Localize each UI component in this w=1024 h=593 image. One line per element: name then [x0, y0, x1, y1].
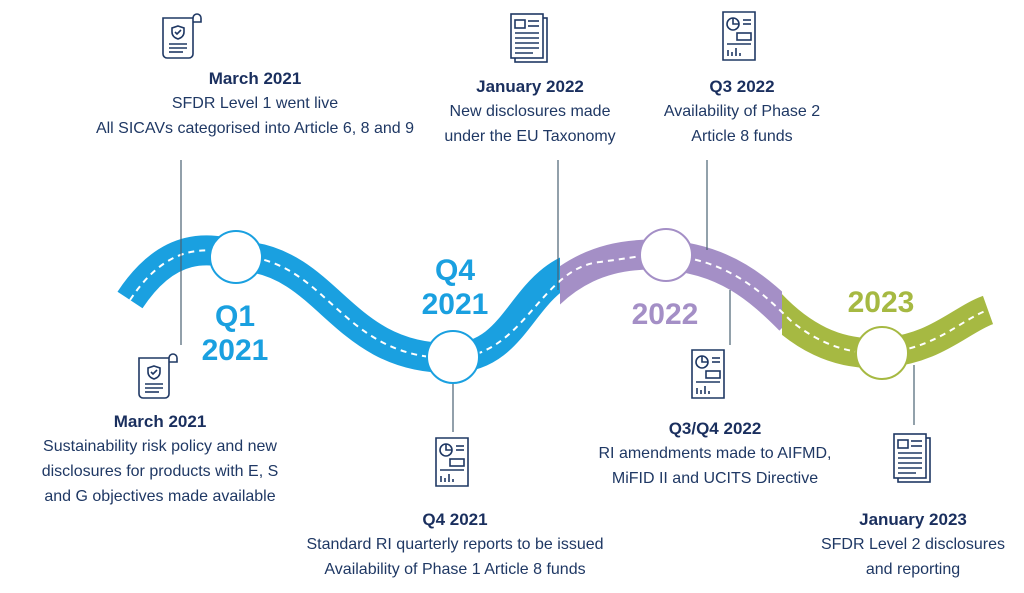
milestone-title: January 2022 — [476, 77, 584, 96]
milestone-line: Sustainability risk policy and new — [43, 438, 277, 455]
milestone-q4-2021: Q4 2021 Standard RI quarterly reports to… — [285, 507, 625, 582]
milestone-q3-q4-2022: Q3/Q4 2022 RI amendments made to AIFMD, … — [578, 416, 852, 491]
milestone-january-2022: January 2022 New disclosures made under … — [428, 74, 632, 149]
milestone-title: March 2021 — [208, 69, 302, 88]
documents-icon — [893, 433, 931, 483]
milestone-line: and G objectives made available — [44, 488, 276, 505]
milestone-line: disclosures for products with E, S — [41, 463, 279, 480]
period-label-2023: 2023 — [847, 286, 915, 319]
milestone-line: SFDR Level 1 went live — [171, 95, 339, 112]
report-icon — [435, 437, 469, 487]
milestone-title: January 2023 — [859, 510, 967, 529]
road-center-dashes — [129, 249, 989, 360]
report-icon — [722, 11, 756, 61]
milestone-line: MiFID II and UCITS Directive — [611, 470, 819, 487]
milestone-line: New disclosures made — [449, 103, 611, 120]
report-icon — [691, 349, 725, 399]
period-label-q4-2021: Q4 2021 — [421, 254, 489, 321]
certificate-icon — [138, 353, 178, 399]
milestone-line: Standard RI quarterly reports to be issu… — [306, 536, 604, 553]
milestone-line: All SICAVs categorised into Article 6, 8… — [95, 120, 415, 137]
milestone-circle-q4-2021 — [426, 330, 480, 384]
milestone-circle-march-2021 — [209, 230, 263, 284]
certificate-icon — [162, 13, 202, 59]
milestone-line: SFDR Level 2 disclosures — [820, 536, 1006, 553]
milestone-january-2023: January 2023 SFDR Level 2 disclosures an… — [808, 507, 1018, 582]
milestone-line: Availability of Phase 2 — [663, 103, 821, 120]
milestone-title: March 2021 — [113, 412, 207, 431]
milestone-title: Q3/Q4 2022 — [668, 419, 762, 438]
milestone-line: RI amendments made to AIFMD, — [598, 445, 832, 462]
period-label-q1-2021: Q1 2021 — [201, 300, 269, 367]
milestone-circle-2023 — [855, 326, 909, 380]
milestone-line: Article 8 funds — [691, 128, 793, 145]
milestone-q3-2022: Q3 2022 Availability of Phase 2 Article … — [644, 74, 840, 149]
milestone-title: Q4 2021 — [422, 510, 488, 529]
milestone-march-2021-top: March 2021 SFDR Level 1 went live All SI… — [70, 66, 440, 141]
documents-icon — [510, 13, 548, 63]
milestone-line: and reporting — [865, 561, 961, 578]
milestone-march-2021-bottom: March 2021 Sustainability risk policy an… — [10, 409, 310, 509]
milestone-circle-2022 — [639, 228, 693, 282]
milestone-title: Q3 2022 — [709, 77, 775, 96]
period-label-2022: 2022 — [631, 298, 699, 331]
milestone-line: Availability of Phase 1 Article 8 funds — [324, 561, 586, 578]
milestone-line: under the EU Taxonomy — [444, 128, 616, 145]
